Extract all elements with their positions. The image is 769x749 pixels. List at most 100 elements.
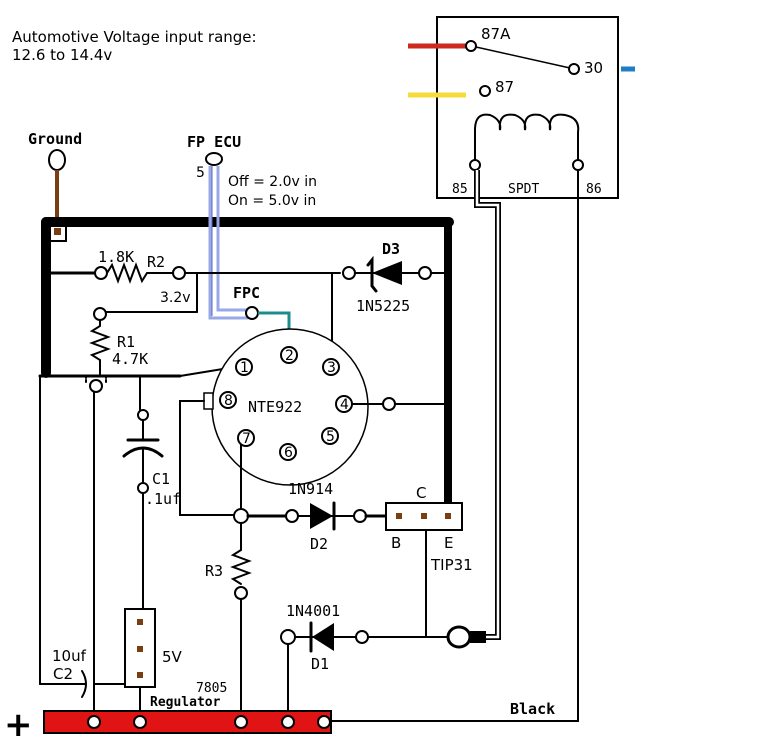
r3-resistor (230, 549, 252, 585)
bus-node-4 (281, 715, 295, 729)
tip31-pin-e (445, 513, 451, 519)
ic-pin-5 (321, 427, 339, 445)
d2-diode-body (310, 503, 333, 529)
d2-part: 1N914 (288, 480, 333, 498)
regulator-pin-2 (137, 646, 143, 652)
d3-node-left (342, 266, 356, 280)
d2-name: D2 (310, 535, 328, 553)
ecu-off-text: Off = 2.0v in (228, 174, 317, 190)
ic-pin-7 (237, 429, 255, 447)
bus-node-end (317, 715, 331, 729)
ecu-wire (208, 166, 248, 320)
bus-node-3 (234, 715, 248, 729)
pin4-node (382, 397, 396, 411)
d3-name: D3 (382, 240, 400, 258)
ic-pin-5-label: 5 (326, 429, 335, 445)
relay-label-type: SPDT (508, 182, 539, 197)
ic-pin-8-tab (203, 392, 214, 410)
regulator-name: Regulator (150, 695, 221, 710)
bus-node-1 (87, 715, 101, 729)
title-line-1: Automotive Voltage input range: (12, 28, 257, 46)
ic-pin-3-label: 3 (327, 360, 336, 376)
ic-pin-1 (235, 358, 253, 376)
r1-name: R1 (117, 333, 135, 351)
tip31-label-e: E (444, 534, 453, 552)
ic-pin-2 (280, 346, 298, 364)
c1-value: .1uf (145, 490, 181, 508)
r2-value: 1.8K (98, 248, 134, 266)
ground-label: Ground (28, 130, 82, 148)
relay-label-87: 87 (495, 78, 514, 96)
ic-pin-2-label: 2 (285, 348, 294, 364)
ecu-terminal (205, 152, 223, 166)
relay-pin-86 (572, 159, 584, 171)
ic-pin-3 (322, 358, 340, 376)
r2-node-left (94, 266, 108, 280)
ic-pin-4-label: 4 (340, 397, 349, 413)
d2-node-right (353, 509, 367, 523)
c1-plate-bottom (122, 446, 164, 458)
relay-label-86: 86 (586, 182, 602, 197)
ic-pin-8 (219, 391, 237, 409)
tip31-pin-b (396, 513, 402, 519)
tip31-pin-c (421, 513, 427, 519)
d1-part: 1N4001 (286, 602, 340, 620)
r3-node-bottom (234, 586, 248, 600)
regulator-pin-3 (137, 672, 143, 678)
ecu-on-text: On = 5.0v in (228, 193, 316, 209)
regulator-pin-1 (137, 619, 143, 625)
d3-zener-bar (366, 255, 378, 293)
relay-pin-87 (479, 85, 491, 97)
relay-85-connector (446, 625, 472, 649)
nte922-name: NTE922 (248, 398, 302, 416)
ground-connector-pin (54, 228, 61, 235)
r1-resistor (89, 319, 111, 375)
relay-switch-arm (475, 46, 571, 69)
c2-name: C2 (53, 665, 73, 683)
title-line-2: 12.6 to 14.4v (12, 46, 112, 64)
d3-diode-body (372, 261, 402, 285)
ic-pin-8-label: 8 (224, 393, 233, 409)
black-label: Black (510, 700, 555, 718)
relay-pin-87a (465, 40, 477, 52)
relay-85-connector-plug (470, 631, 486, 643)
relay-label-87a: 87A (481, 25, 511, 43)
relay-label-85: 85 (452, 182, 468, 197)
relay-pin-30 (568, 63, 580, 75)
r2-node-right (172, 266, 186, 280)
r1-value: 4.7K (112, 350, 148, 368)
c1-node-top (137, 409, 149, 421)
r3-name: R3 (205, 562, 223, 580)
nte922-chip: NTE922 1 2 3 4 5 6 7 8 (203, 328, 369, 486)
relay-85-wire-inner (475, 170, 500, 639)
relay: 87A 30 87 85 SPDT 86 (408, 16, 635, 199)
r1-node-top (93, 307, 107, 321)
tip31-label-c: C (416, 484, 426, 502)
d1-node-right (355, 630, 369, 644)
relay-box (436, 16, 619, 199)
relay-coil (474, 113, 580, 163)
regulator-voltage: 5V (162, 648, 183, 666)
bus-node-2 (133, 715, 147, 729)
d2-node-left (285, 509, 299, 523)
r2-voltage: 3.2v (160, 290, 191, 306)
tip31-label-b: B (391, 534, 401, 552)
r2-name: R2 (147, 253, 165, 271)
d1-node-left (280, 629, 296, 645)
ecu-label: FP ECU (187, 133, 241, 151)
plus-label: + (4, 705, 33, 745)
ic-pin-6-label: 6 (284, 445, 293, 461)
relay-label-30: 30 (584, 59, 603, 77)
relay-pin-85 (469, 159, 481, 171)
c2-value: 10uf (52, 647, 87, 665)
pin8-wire (179, 400, 236, 516)
ic-pin-6 (279, 443, 297, 461)
d3-node-right (418, 266, 432, 280)
relay-85-wire-outer (474, 170, 501, 640)
d1-name: D1 (311, 655, 329, 673)
ecu-pin: 5 (196, 165, 205, 181)
c2-plate-left (81, 670, 87, 698)
fpc-node (245, 306, 259, 320)
d3-part: 1N5225 (356, 297, 410, 315)
